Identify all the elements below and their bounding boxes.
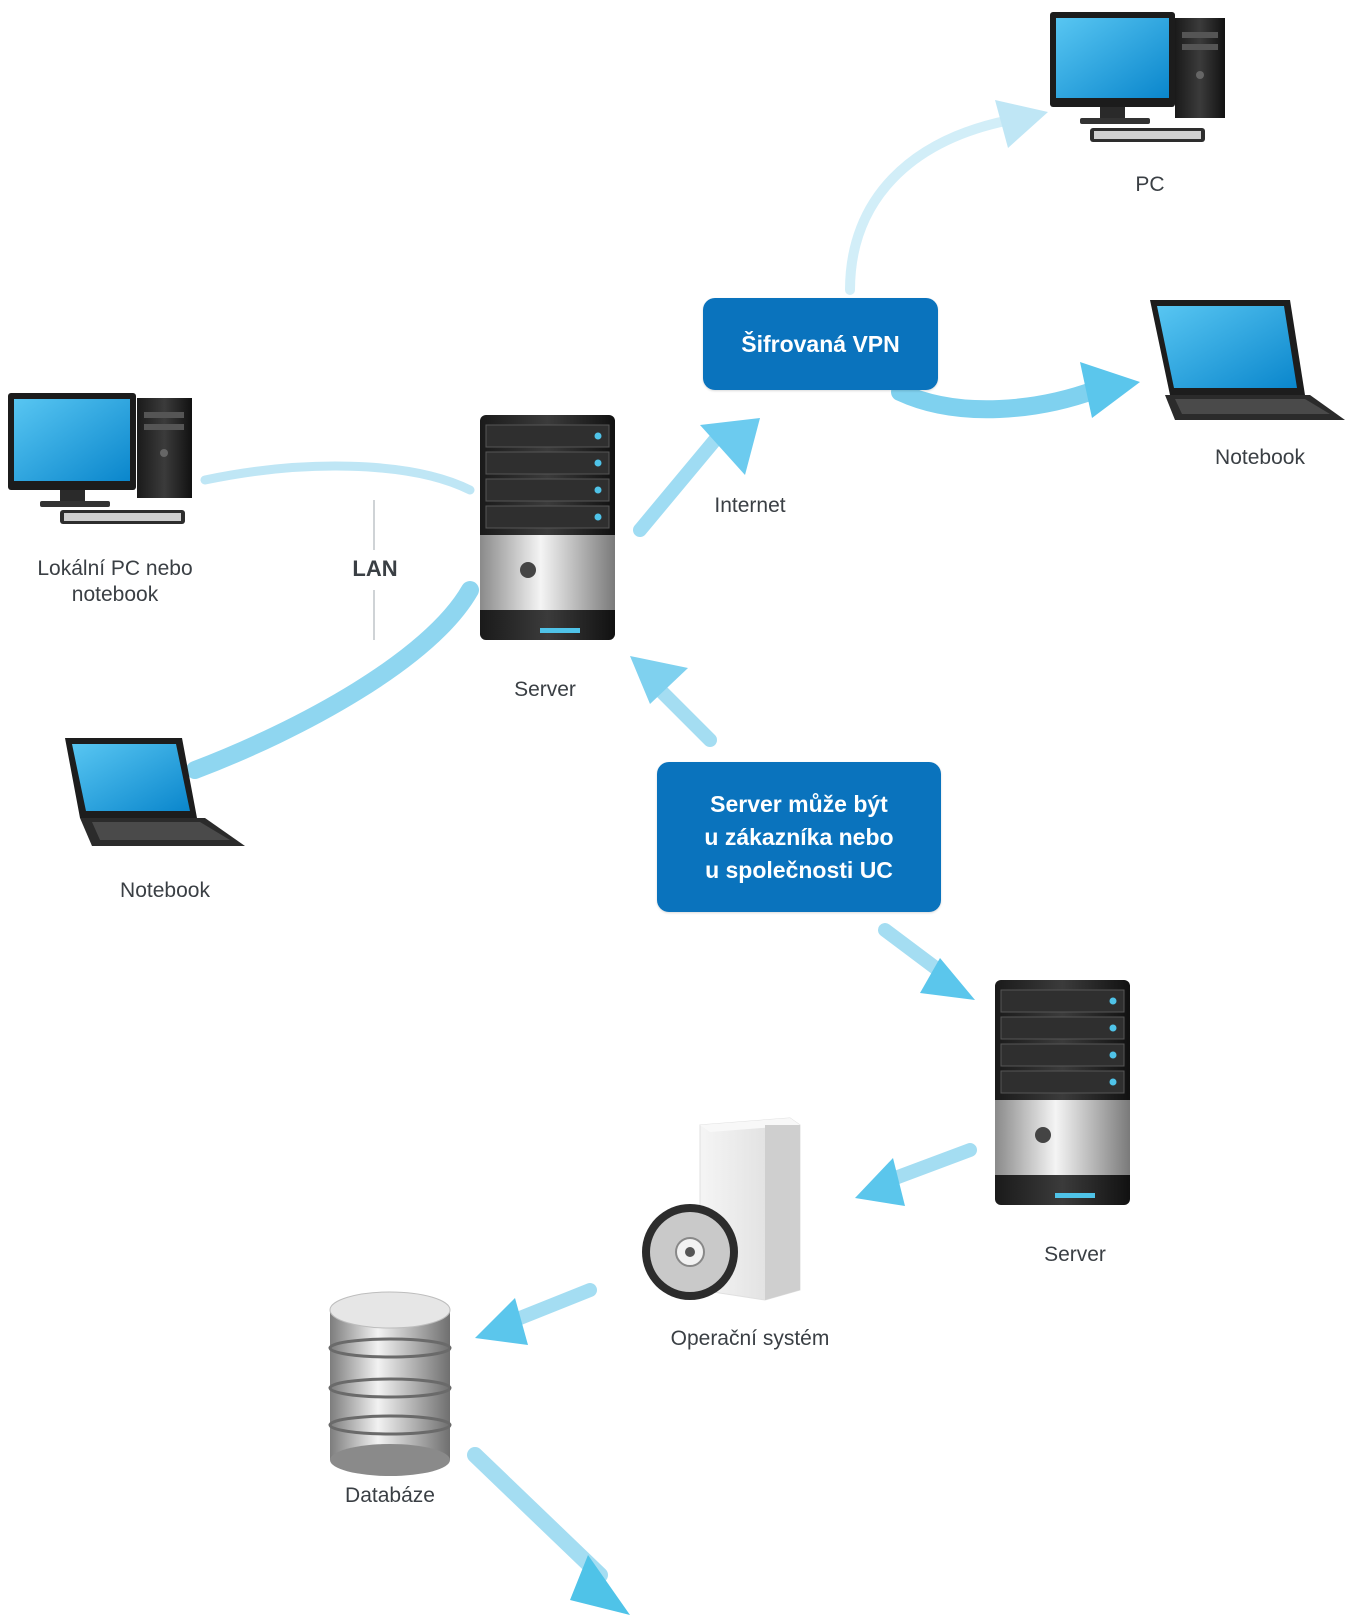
vpn-callout: Šifrovaná VPN bbox=[703, 298, 938, 390]
local-pc-label: Lokální PC nebo notebook bbox=[37, 557, 193, 606]
os-to-db-arrow bbox=[508, 1283, 597, 1327]
local-notebook-label: Notebook bbox=[120, 879, 210, 902]
second-server-tower-icon bbox=[995, 980, 1130, 1205]
internet-label: Internet bbox=[714, 494, 786, 517]
callout-to-server-arrowhead bbox=[630, 656, 688, 704]
local-desktop-pc-icon bbox=[8, 393, 192, 524]
callout-to-server-arrow bbox=[653, 683, 717, 747]
database-cylinder-icon bbox=[328, 1291, 452, 1476]
vpn-to-pc-arrowhead bbox=[995, 100, 1048, 148]
server-to-os-arrow bbox=[883, 1143, 977, 1187]
os-software-box-icon bbox=[642, 1117, 801, 1301]
main-server-label: Server bbox=[514, 678, 576, 701]
main-server-tower-icon bbox=[480, 415, 615, 640]
vpn-to-notebook-arrow bbox=[891, 381, 1104, 419]
db-down-arrow bbox=[467, 1447, 608, 1583]
db-down-arrowhead bbox=[570, 1555, 630, 1615]
remote-laptop-icon bbox=[1150, 300, 1345, 420]
internet-arrow bbox=[633, 433, 722, 537]
server-to-os-arrowhead bbox=[855, 1158, 905, 1206]
second-server-label: Server bbox=[1044, 1243, 1106, 1266]
internet-arrowhead bbox=[700, 418, 760, 475]
lan-divider-top bbox=[373, 500, 375, 550]
local-laptop-icon bbox=[65, 738, 245, 846]
vpn-to-pc-arrow bbox=[845, 115, 1015, 295]
remote-desktop-pc-icon bbox=[1050, 12, 1225, 142]
lan-label: LAN bbox=[352, 556, 398, 581]
lan-link-pc bbox=[200, 461, 475, 495]
vpn-to-notebook-arrowhead bbox=[1080, 362, 1140, 418]
lan-link-notebook bbox=[186, 581, 479, 779]
os-to-db-arrowhead bbox=[475, 1298, 528, 1345]
callout-to-server2-arrowhead bbox=[920, 958, 975, 1000]
server-location-callout: Server může být u zákazníka nebo u spole… bbox=[657, 762, 941, 912]
os-label: Operační systém bbox=[670, 1327, 830, 1350]
database-label: Databáze bbox=[345, 1484, 435, 1507]
remote-pc-label: PC bbox=[1135, 173, 1165, 196]
remote-notebook-label: Notebook bbox=[1215, 446, 1305, 469]
lan-divider-bottom bbox=[373, 590, 375, 640]
